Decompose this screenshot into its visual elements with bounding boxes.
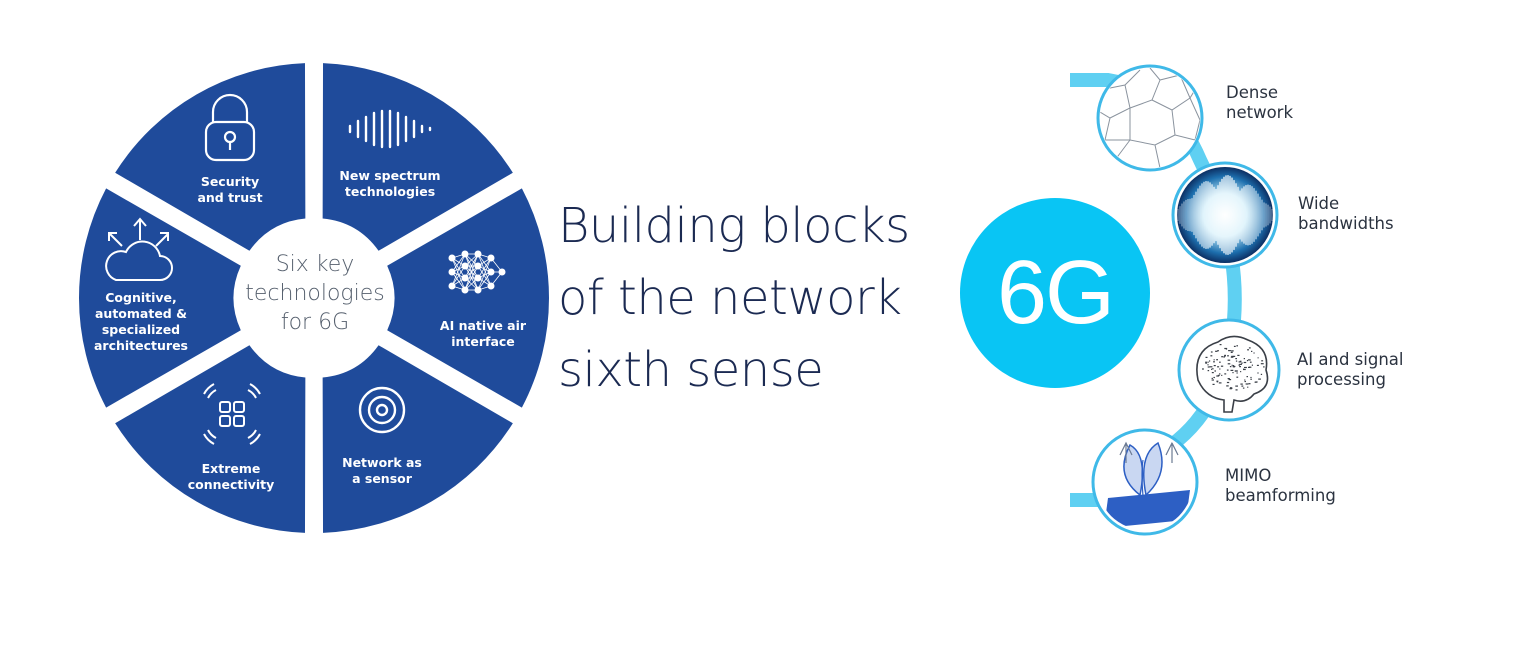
block-label-line: AI and signal <box>1297 350 1404 369</box>
segment-ai-native-label: AI native air interface <box>428 318 538 350</box>
block-label-dense-network: Dense network <box>1226 83 1293 123</box>
segment-label-line: a sensor <box>352 471 412 486</box>
segment-label-line: interface <box>451 334 515 349</box>
segment-label-line: technologies <box>344 184 436 199</box>
block-label-ai-signal: AI and signal processing <box>1297 350 1404 390</box>
segment-label-line: Cognitive, <box>105 290 177 305</box>
block-label-wide-bandwidths: Wide bandwidths <box>1298 194 1394 234</box>
padlock-icon <box>204 93 256 162</box>
segment-label-line: specialized <box>101 322 181 337</box>
segment-security-label: Security and trust <box>180 174 280 206</box>
segment-sensor-label: Network as a sensor <box>332 455 432 487</box>
sixg-circle <box>960 198 1150 388</box>
sixg-label: 6G <box>996 242 1115 343</box>
neural-network-icon <box>448 250 506 294</box>
block-label-mimo: MIMO beamforming <box>1225 466 1336 506</box>
target-rings-icon <box>358 386 406 434</box>
segment-label-line: New spectrum <box>339 168 441 183</box>
voronoi-mesh-icon <box>1096 64 1204 172</box>
segment-cognitive-label: Cognitive, automated & specialized archi… <box>86 290 196 354</box>
cloud-arrows-icon <box>105 217 173 281</box>
block-label-line: Dense <box>1226 83 1279 102</box>
wheel-center-text: Six key technologies for 6G <box>230 250 400 337</box>
segment-spectrum-label: New spectrum technologies <box>330 168 450 200</box>
segment-label-line: automated & <box>94 306 187 321</box>
wheel-center-line: for 6G <box>280 310 350 335</box>
segment-label-line: Security <box>200 174 260 189</box>
brain-icon <box>1177 318 1281 422</box>
segment-label-line: Extreme <box>201 461 261 476</box>
wheel-segment-spectrum <box>387 188 549 408</box>
block-label-line: MIMO <box>1225 466 1272 485</box>
spectrum-waves-icon <box>348 109 432 149</box>
waveform-icon <box>1171 161 1279 269</box>
block-label-line: beamforming <box>1225 486 1336 505</box>
segment-connectivity-label: Extreme connectivity <box>178 461 284 493</box>
beam-lobes-icon <box>1091 428 1199 536</box>
block-label-line: network <box>1226 103 1294 122</box>
wheel-center-line: Six key <box>275 252 355 277</box>
headline-line: of the network <box>558 270 902 326</box>
headline-line: Building blocks <box>558 198 910 254</box>
wheel-center-line: technologies <box>245 281 385 306</box>
block-label-line: bandwidths <box>1298 214 1394 233</box>
segment-label-line: and trust <box>197 190 263 205</box>
block-label-line: Wide <box>1298 194 1340 213</box>
headline-line: sixth sense <box>558 342 824 398</box>
block-label-line: processing <box>1297 370 1386 389</box>
segment-label-line: connectivity <box>187 477 275 492</box>
segment-label-line: AI native air <box>439 318 527 333</box>
segment-label-line: architectures <box>93 338 188 353</box>
headline: Building blocks of the network sixth sen… <box>558 190 910 406</box>
segment-label-line: Network as <box>342 455 422 470</box>
wheel-segment-security <box>322 63 513 251</box>
connected-squares-icon <box>203 383 261 445</box>
